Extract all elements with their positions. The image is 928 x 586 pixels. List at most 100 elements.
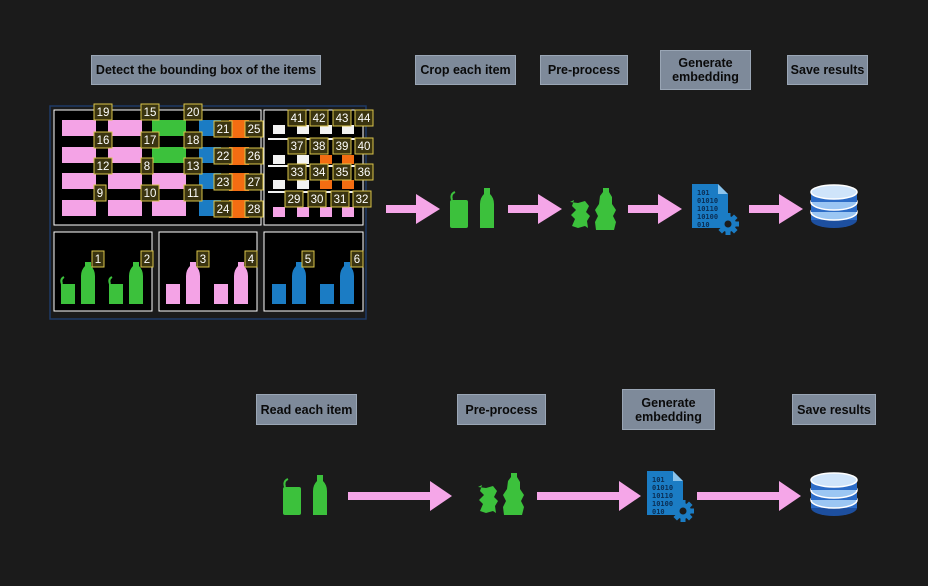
item-number-tag: 8 [140, 157, 154, 175]
item-number-tag: 13 [183, 157, 203, 175]
item-number: 40 [358, 141, 371, 153]
item-number-tag: 28 [244, 200, 264, 218]
item-number-tag: 24 [213, 200, 233, 218]
item-number: 20 [187, 107, 200, 119]
item-number-tag: 1 [91, 250, 105, 268]
cropped-items-icon [449, 187, 495, 229]
item-number: 29 [288, 194, 301, 206]
item-number-tag: 4 [244, 250, 258, 268]
item-number: 43 [336, 113, 349, 125]
item-number-tag: 34 [309, 163, 329, 181]
item-number: 22 [217, 151, 230, 163]
embedding-icon-top [692, 184, 739, 235]
item-number-tag: 30 [307, 190, 327, 208]
item-number-tag: 32 [352, 190, 372, 208]
item-number: 10 [144, 188, 157, 200]
item-number: 44 [358, 113, 371, 125]
item-number-tag: 21 [213, 120, 233, 138]
item-number: 34 [313, 167, 326, 179]
arrow-1 [386, 194, 440, 224]
item-number: 23 [217, 177, 230, 189]
item-number-tag: 26 [244, 147, 264, 165]
item-number: 31 [334, 194, 347, 206]
item-number-tag: 11 [183, 184, 203, 202]
item-number: 19 [97, 107, 110, 119]
item-number: 27 [248, 177, 261, 189]
arrow-4 [749, 194, 803, 224]
database-icon-top [810, 184, 858, 229]
item-number-tag: 25 [244, 120, 264, 138]
item-number-tag: 18 [183, 131, 203, 149]
item-number: 16 [97, 135, 110, 147]
preprocessed-items-icon [570, 188, 616, 230]
item-number-tag: 36 [354, 163, 374, 181]
item-number-tag: 5 [301, 250, 315, 268]
item-number: 15 [144, 107, 157, 119]
item-number-tag: 41 [287, 109, 307, 127]
arrow-5 [348, 481, 452, 511]
embedding-icon-bottom [647, 471, 694, 522]
arrow-3 [628, 194, 682, 224]
item-number: 35 [336, 167, 349, 179]
item-number: 21 [217, 124, 230, 136]
item-number: 24 [217, 204, 230, 216]
item-number: 18 [187, 135, 200, 147]
item-number-tag: 35 [332, 163, 352, 181]
item-number-tag: 10 [140, 184, 160, 202]
item-number: 5 [305, 254, 311, 266]
item-number: 42 [313, 113, 326, 125]
item-number-tag: 23 [213, 173, 233, 191]
item-number: 12 [97, 161, 110, 173]
arrow-6 [537, 481, 641, 511]
item-number: 8 [144, 161, 150, 173]
item-number: 25 [248, 124, 261, 136]
item-number-tag: 22 [213, 147, 233, 165]
item-number: 38 [313, 141, 326, 153]
item-number-tag: 19 [93, 103, 113, 121]
item-number: 3 [200, 254, 206, 266]
item-number: 1 [95, 254, 101, 266]
item-number-tag: 27 [244, 173, 264, 191]
item-number-tag: 17 [140, 131, 160, 149]
arrow-7 [697, 481, 801, 511]
preprocessed-items-icon-bottom [478, 473, 524, 515]
preprocess-label-bottom: Pre-process [457, 394, 546, 425]
item-number: 36 [358, 167, 371, 179]
item-number-tag: 38 [309, 137, 329, 155]
items-icon-bottom [282, 474, 328, 516]
item-number-tag: 37 [287, 137, 307, 155]
item-number-tag: 9 [93, 184, 107, 202]
item-number-tag: 42 [309, 109, 329, 127]
item-number: 32 [356, 194, 369, 206]
item-number-tag: 39 [332, 137, 352, 155]
item-number: 11 [187, 188, 199, 200]
item-number: 41 [291, 113, 304, 125]
item-number-tag: 40 [354, 137, 374, 155]
item-number: 2 [144, 254, 150, 266]
save-results-label-bottom: Save results [792, 394, 876, 425]
item-number-tag: 12 [93, 157, 113, 175]
generate-embedding-label-top: Generate embedding [660, 50, 751, 90]
item-number-tag: 6 [350, 250, 364, 268]
item-number-tag: 16 [93, 131, 113, 149]
arrow-2 [508, 194, 562, 224]
item-number: 33 [291, 167, 304, 179]
item-number: 37 [291, 141, 304, 153]
item-number: 6 [354, 254, 360, 266]
item-number-tag: 31 [330, 190, 350, 208]
item-number: 26 [248, 151, 261, 163]
item-number: 4 [248, 254, 255, 266]
item-number: 13 [187, 161, 200, 173]
item-number-tag: 33 [287, 163, 307, 181]
item-number-tag: 15 [140, 103, 160, 121]
item-number-tag: 44 [354, 109, 374, 127]
crop-each-item-label: Crop each item [415, 55, 516, 85]
item-number-tag: 43 [332, 109, 352, 127]
item-number-tag: 2 [140, 250, 154, 268]
preprocess-label-top: Pre-process [540, 55, 628, 85]
item-number-tag: 3 [196, 250, 210, 268]
item-number-tag: 20 [183, 103, 203, 121]
item-number: 39 [336, 141, 349, 153]
